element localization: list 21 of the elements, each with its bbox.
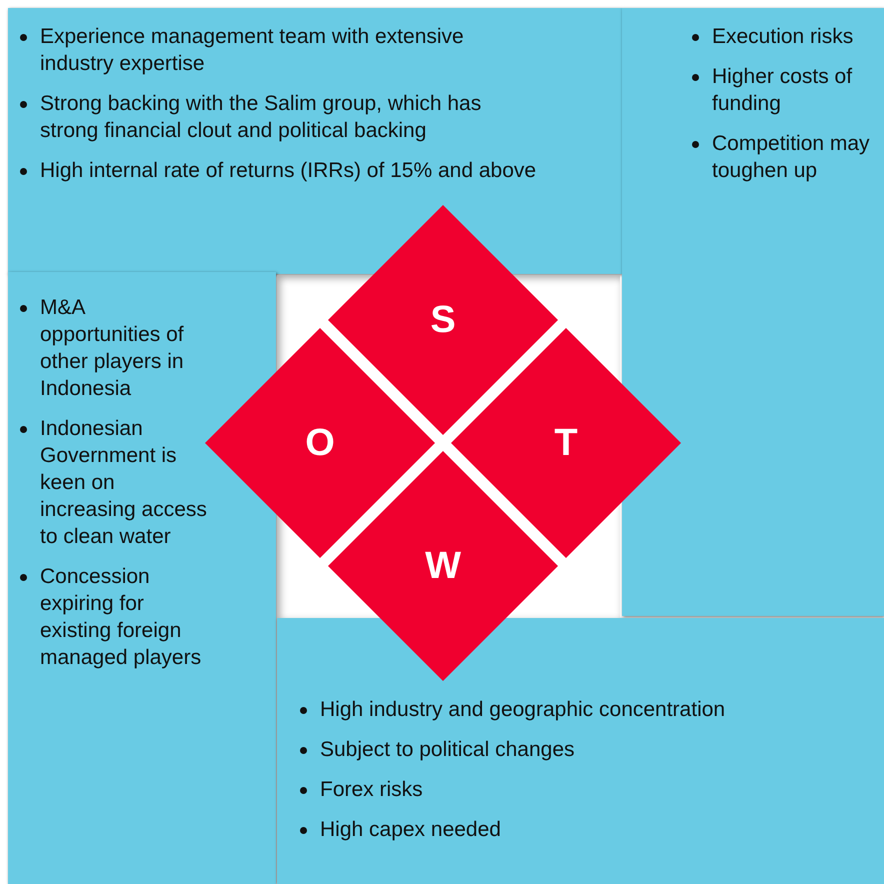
bullet-text: Forex risks xyxy=(320,778,423,801)
bullet-text: Subject to political changes xyxy=(320,738,574,761)
quadrant-letter: O xyxy=(304,423,336,463)
bullet-text: Competition may toughen up xyxy=(712,132,870,182)
bullet-text: M&A opportunities of other players in Indonesia xyxy=(40,296,184,400)
bullet-text: Indonesian Government is keen on increasing access to clean water xyxy=(40,417,207,548)
bullet-text: Concession expiring for existing foreign managed players xyxy=(40,565,202,669)
bullet-text: High internal rate of returns (IRRs) of 15% and above xyxy=(40,159,536,182)
quadrant-panel xyxy=(8,8,622,274)
bullet-text: Experience management team with extensive industry expertise xyxy=(40,25,464,75)
quadrant-panel xyxy=(277,618,884,884)
quadrant-letter: T xyxy=(553,423,579,463)
bullet-text: Higher costs of funding xyxy=(712,65,852,115)
bullet-text: High capex needed xyxy=(320,818,501,841)
quadrant-panel xyxy=(8,272,276,884)
quadrant-letter: S xyxy=(429,300,457,340)
quadrant-letter: W xyxy=(424,546,462,586)
quadrant-panel xyxy=(622,8,884,616)
bullet-text: Execution risks xyxy=(712,25,854,48)
bullet-text: Strong backing with the Salim group, which has strong financial clout and political backing xyxy=(40,92,482,142)
bullet-text: High industry and geographic concentration xyxy=(320,698,726,721)
